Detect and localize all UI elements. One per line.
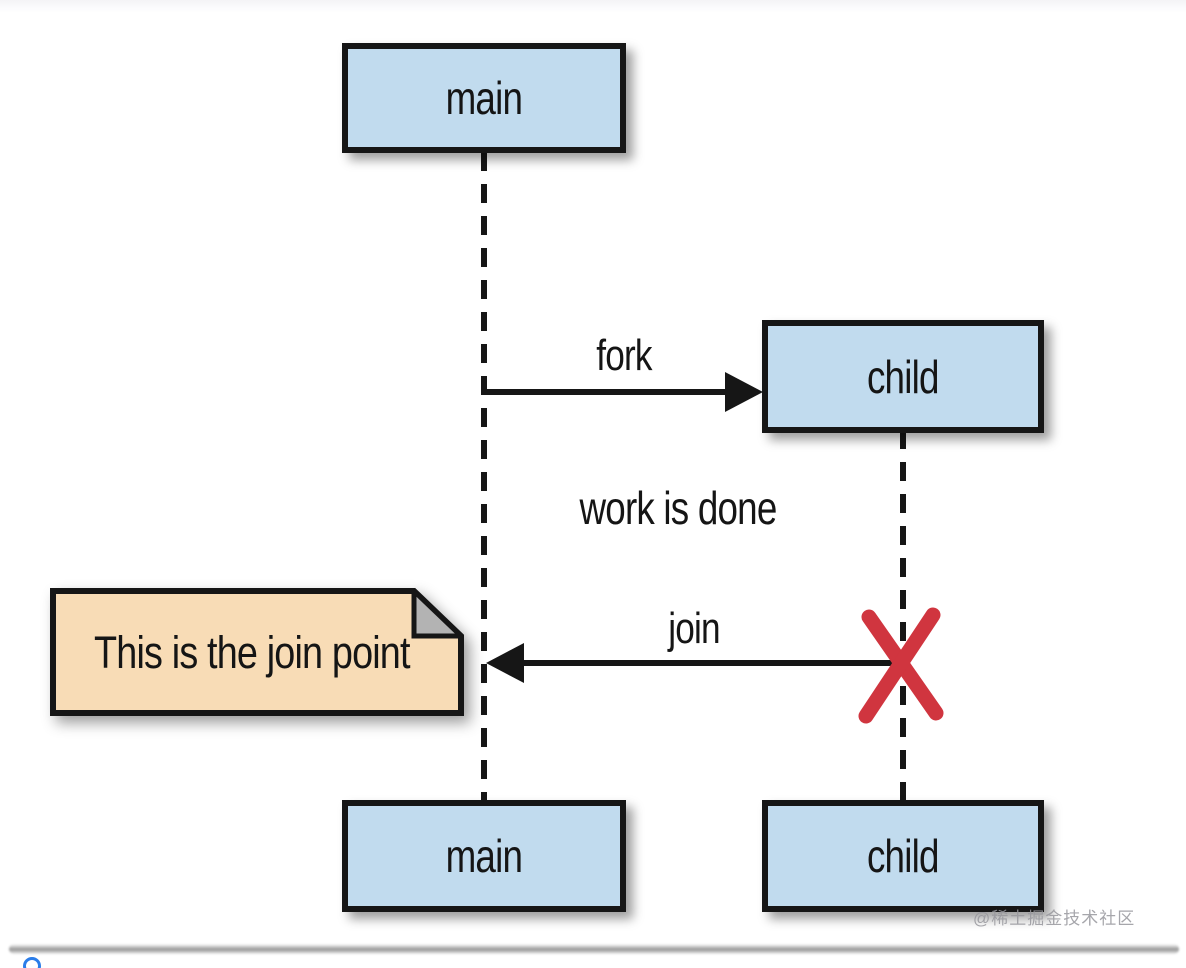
partial-circle-icon [23,957,41,968]
top-edge-gradient [0,0,1186,13]
join-arrow [486,643,900,683]
actor-label: main [445,72,523,124]
note-box: This is the join point [50,585,468,716]
bottom-shadow-divider [9,944,1179,954]
note-shape [50,585,468,716]
actor-box-main-top: main [342,43,626,153]
fork-arrow [487,372,763,412]
actor-box-child-top: child [762,320,1044,433]
actor-label: main [445,830,523,882]
note-fold-corner [411,585,468,639]
fork-message-label: fork [596,331,652,380]
actor-label: child [867,350,939,403]
join-message-label: join [668,604,720,653]
x-mark-icon [858,607,944,724]
work-is-done-annotation: work is done [579,482,778,534]
actor-box-child-bottom: child [762,800,1044,912]
note-text: This is the join point [94,626,410,678]
actor-box-main-bottom: main [342,800,626,912]
actor-label: child [867,830,939,882]
watermark-text: @稀土掘金技术社区 [973,909,1136,928]
